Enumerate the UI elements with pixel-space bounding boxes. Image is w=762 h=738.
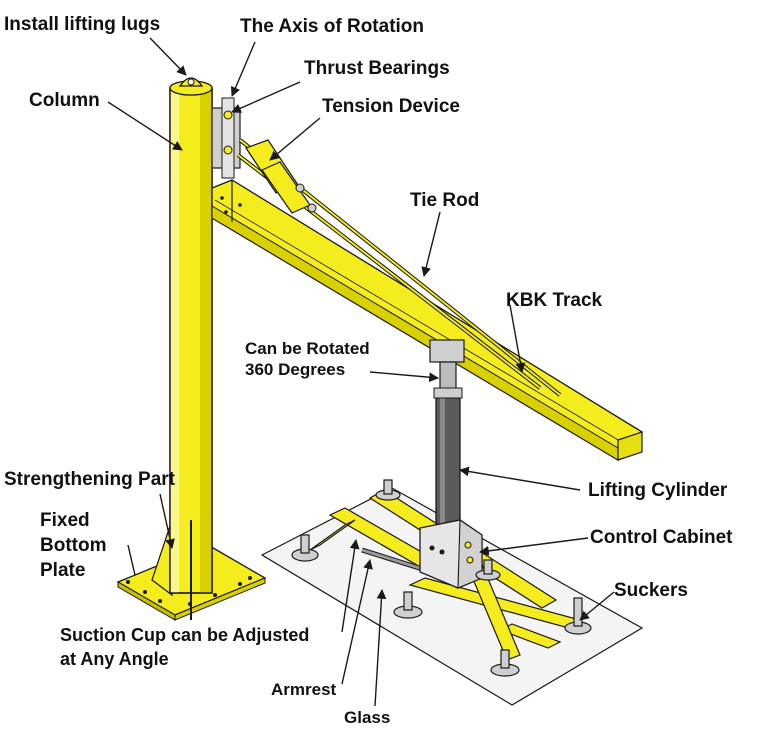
label-strengthening-part: Strengthening Part: [4, 469, 176, 490]
label-control-cabinet: Control Cabinet: [590, 527, 733, 548]
label-tie-rod: Tie Rod: [410, 190, 480, 211]
label-glass: Glass: [344, 708, 391, 727]
label-thrust-bearings: Thrust Bearings: [304, 58, 450, 79]
label-column: Column: [29, 90, 100, 111]
label-bottom: Bottom: [40, 535, 107, 556]
control-cabinet: [419, 518, 483, 589]
tension-device: [245, 139, 317, 214]
label-install-lifting-lugs: Install lifting lugs: [4, 14, 161, 35]
label-suction-cup-adjusted: Suction Cup can be Adjusted: [60, 625, 310, 645]
lifting-cylinder: [435, 389, 461, 531]
label-360-degrees: 360 Degrees: [245, 360, 346, 379]
label-fixed: Fixed: [40, 510, 90, 531]
label-lifting-cylinder: Lifting Cylinder: [588, 480, 728, 501]
label-plate: Plate: [40, 560, 86, 581]
label-axis-of-rotation: The Axis of Rotation: [240, 16, 425, 37]
label-armrest: Armrest: [271, 680, 337, 699]
label-can-be-rotated: Can be Rotated: [245, 339, 370, 358]
label-kbk-track: KBK Track: [506, 290, 603, 311]
label-suckers: Suckers: [614, 580, 688, 601]
label-at-any-angle: at Any Angle: [60, 649, 169, 669]
suckers: [291, 479, 592, 677]
label-tension-device: Tension Device: [322, 96, 460, 117]
kbk-track-beam: [211, 179, 643, 461]
